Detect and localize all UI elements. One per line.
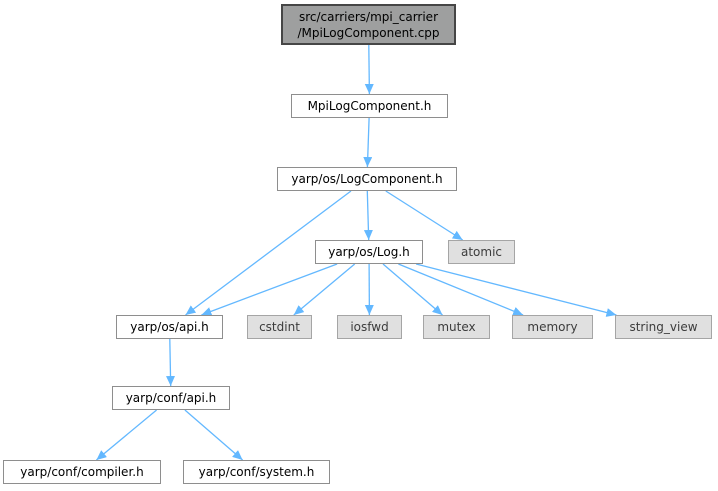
graph-node-os-api[interactable]: yarp/os/api.h — [116, 315, 223, 339]
graph-node-string-view: string_view — [615, 315, 712, 339]
graph-edge-log-to-mutex — [382, 263, 443, 316]
graph-edge-conf-api-to-conf-compiler — [95, 409, 158, 461]
graph-node-logcomponent[interactable]: yarp/os/LogComponent.h — [277, 167, 457, 191]
graph-edge-conf-api-to-conf-system — [184, 409, 244, 461]
graph-edge-os-api-to-conf-api — [166, 338, 176, 387]
graph-node-label: src/carriers/mpi_carrier — [298, 9, 438, 24]
graph-edge-log-to-string-view — [415, 263, 617, 317]
graph-node-label: yarp/conf/api.h — [125, 391, 217, 405]
graph-node-log[interactable]: yarp/os/Log.h — [315, 240, 423, 264]
graph-node-label: iosfwd — [350, 320, 389, 334]
graph-edge-log-to-cstdint — [293, 263, 356, 316]
graph-node-conf-compiler[interactable]: yarp/conf/compiler.h — [3, 460, 161, 484]
graph-node-label: yarp/os/LogComponent.h — [291, 172, 443, 186]
graph-node-label: yarp/conf/compiler.h — [20, 465, 144, 479]
graph-node-label: yarp/conf/system.h — [198, 465, 315, 479]
graph-node-label: yarp/os/api.h — [130, 320, 209, 334]
graph-node-iosfwd: iosfwd — [337, 315, 402, 339]
graph-edge-log-to-memory — [398, 263, 524, 316]
graph-node-label: yarp/os/Log.h — [328, 245, 410, 259]
graph-node-cstdint: cstdint — [247, 315, 312, 339]
graph-node-atomic: atomic — [448, 240, 515, 264]
graph-node-label: atomic — [460, 245, 503, 259]
graph-edge-logcomponent-to-os-api — [185, 190, 352, 316]
graph-node-conf-api[interactable]: yarp/conf/api.h — [112, 386, 230, 410]
graph-node-mpilogcomponent[interactable]: MpiLogComponent.h — [291, 94, 448, 118]
graph-node-label: mutex — [437, 320, 476, 334]
graph-node-label: MpiLogComponent.h — [307, 99, 432, 113]
graph-edge-logcomponent-to-atomic — [385, 190, 464, 241]
graph-node-cpp: src/carriers/mpi_carrier/MpiLogComponent… — [281, 4, 456, 45]
graph-edge-mpilogcomponent-to-logcomponent — [363, 117, 373, 168]
graph-edge-cpp-to-mpilogcomponent — [364, 44, 374, 95]
graph-node-label: cstdint — [259, 320, 300, 334]
graph-node-label: string_view — [629, 320, 698, 334]
graph-edge-log-to-os-api — [201, 263, 338, 316]
graph-node-label: /MpiLogComponent.cpp — [297, 25, 440, 40]
graph-node-label: memory — [527, 320, 578, 334]
graph-edge-logcomponent-to-log — [363, 190, 373, 241]
graph-node-mutex: mutex — [423, 315, 490, 339]
graph-node-conf-system[interactable]: yarp/conf/system.h — [183, 460, 330, 484]
graph-node-memory: memory — [512, 315, 593, 339]
